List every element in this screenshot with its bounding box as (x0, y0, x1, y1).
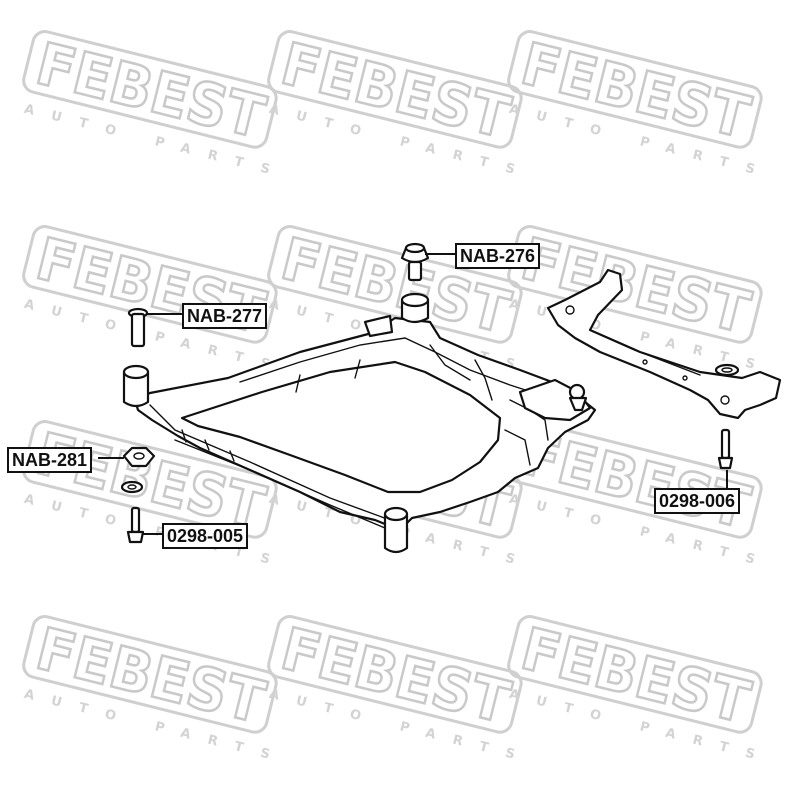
callout-0298-006[interactable]: 0298-006 (654, 488, 741, 514)
watermark-frame (22, 30, 278, 149)
washer-part (714, 363, 740, 377)
callout-nab-277[interactable]: NAB-277 (182, 303, 268, 329)
watermark-frame (267, 615, 523, 734)
callout-nab-281[interactable]: NAB-281 (7, 447, 93, 473)
watermark-frame (267, 30, 523, 149)
front-subframe (122, 292, 597, 554)
rear-cross-brace (546, 268, 782, 420)
callout-0298-005[interactable]: 0298-005 (162, 523, 249, 549)
leader-lines (98, 253, 728, 535)
watermark-frame (507, 30, 763, 149)
watermark-frame (507, 615, 763, 734)
nab-276-part (400, 242, 430, 282)
bolt-0298-006-part (717, 428, 734, 470)
nab-277-part (127, 307, 149, 348)
watermark-frame (22, 615, 278, 734)
bolt-0298-005-part (126, 506, 145, 544)
callout-nab-276[interactable]: NAB-276 (455, 243, 541, 269)
nab-281-part (120, 446, 156, 494)
